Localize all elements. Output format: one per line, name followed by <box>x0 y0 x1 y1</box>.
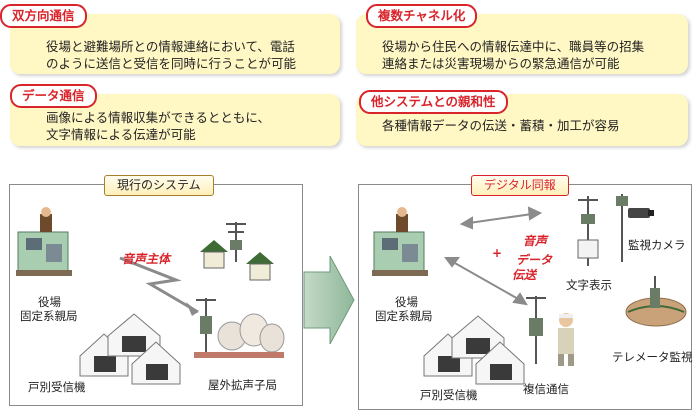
worker-icon <box>558 313 574 366</box>
feature-text-duplex-1: 役場と避難場所との情報連絡において、電話 <box>46 39 295 54</box>
voice-data-label-voice: 音声 <box>523 234 548 248</box>
feature-text-data-2: 文字情報による伝達が可能 <box>46 127 196 142</box>
feature-title-duplex: 双方向通信 <box>0 4 87 28</box>
digital-station-label-1: 役場 <box>395 295 418 309</box>
current-receiver-label: 戸別受信機 <box>28 380 86 394</box>
radio-wave-icon <box>119 256 199 314</box>
current-speaker-label: 屋外拡声子局 <box>208 378 277 392</box>
household-receivers-digital-icon <box>423 315 525 385</box>
mast-with-houses-icon <box>200 222 274 281</box>
current-station-label-1: 役場 <box>38 295 61 309</box>
current-system-title: 現行のシステム <box>104 175 214 196</box>
digital-receiver-label: 戸別受信機 <box>420 388 478 402</box>
feature-text-duplex-2: のように送信と受信を同時に行うことが可能 <box>46 56 297 71</box>
feature-text-data-1: 画像による情報収集ができるとともに、 <box>46 110 271 125</box>
telemeter-monitoring-icon <box>625 276 687 327</box>
text-display-label: 文字表示 <box>566 278 612 292</box>
transition-arrow <box>303 255 355 345</box>
digital-system-panel <box>358 184 692 410</box>
camera-label: 監視カメラ <box>628 238 686 252</box>
duplex-mast-icon <box>526 296 546 364</box>
feature-text-multichannel-2: 連絡または災害現場からの緊急通信が可能 <box>382 56 620 71</box>
city-hall-station-icon <box>16 207 72 276</box>
voice-data-label-plus: + <box>492 246 503 260</box>
feature-title-multichannel: 複数チャネル化 <box>366 4 478 28</box>
current-station-label-2: 固定系親局 <box>20 309 78 323</box>
feature-text-affinity-1: 各種情報データの伝送・蓄積・加工が容易 <box>382 118 620 133</box>
voice-data-label-data: データ <box>516 253 553 267</box>
bidirectional-arrows-icon <box>444 206 543 306</box>
city-hall-station-digital-icon <box>372 207 428 276</box>
surveillance-camera-icon <box>616 194 654 262</box>
digital-system-title: デジタル同報 <box>471 175 569 196</box>
duplex-label: 複信通信 <box>523 382 569 396</box>
feature-text-multichannel-1: 役場から住民への情報伝達中に、職員等の招集 <box>382 39 645 54</box>
voice-data-label-transmission: 伝送 <box>512 268 537 282</box>
household-receivers-icon <box>79 313 181 385</box>
text-display-mast-icon <box>577 196 599 266</box>
feature-title-data: データ通信 <box>10 84 97 108</box>
telemeter-label: テレメータ監視 <box>612 350 693 364</box>
digital-station-label-2: 固定系親局 <box>375 309 433 323</box>
feature-title-affinity: 他システムとの親和性 <box>359 90 508 114</box>
voice-main-label: 音声主体 <box>122 252 171 266</box>
outdoor-speaker-icon <box>194 298 285 358</box>
